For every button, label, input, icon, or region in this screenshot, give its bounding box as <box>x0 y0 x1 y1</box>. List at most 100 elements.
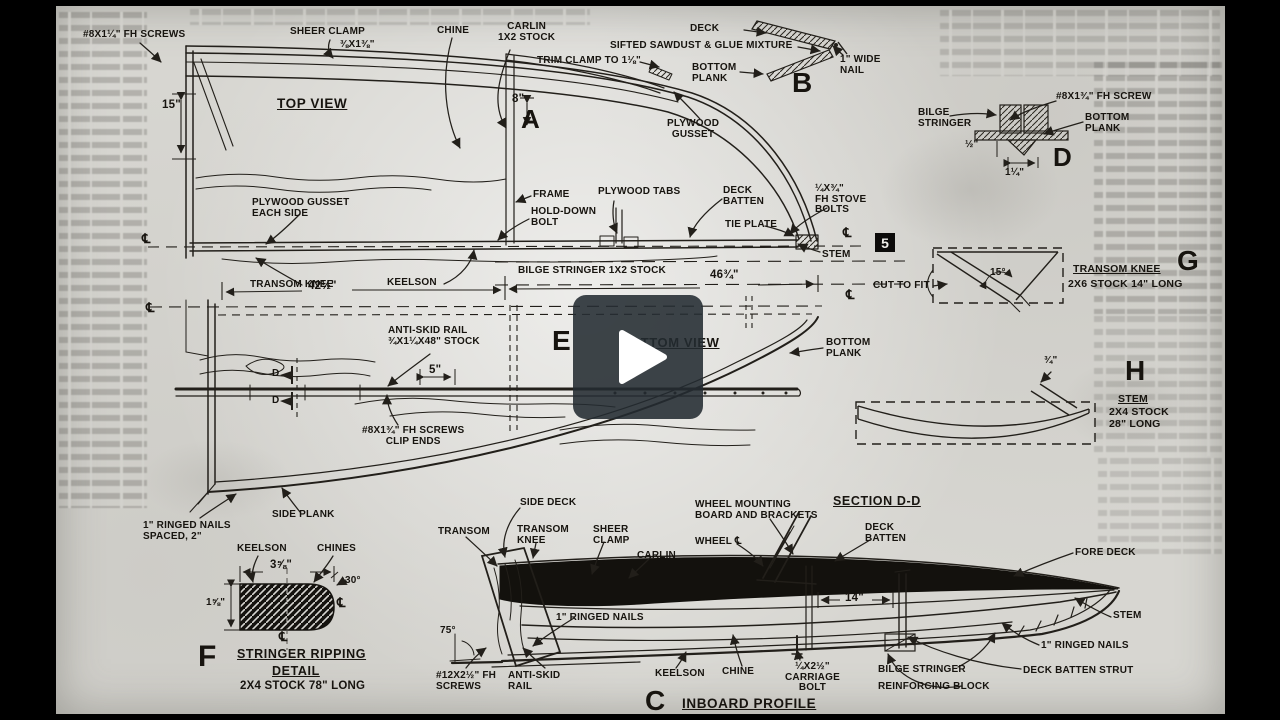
centerline-symbol: ℄ <box>142 231 151 246</box>
label-dim-1-5-8: 1⅝" <box>206 597 226 608</box>
label-side-plank: SIDE PLANK <box>272 509 335 520</box>
centerline-symbol: ℄ <box>846 287 855 302</box>
label-hold-down-bolt: HOLD-DOWN BOLT <box>531 206 597 228</box>
title-stringer-ripping-3: 2X4 STOCK 78" LONG <box>240 680 366 692</box>
label-dim-30deg: 30° <box>345 575 361 586</box>
label-deck-batten-c: DECK BATTEN <box>865 522 907 544</box>
label-fh-screw-d: #8X1¾" FH SCREW <box>1056 91 1152 102</box>
label-transom-knee-mid: TRANSOM KNEE <box>250 279 334 290</box>
label-bilge-stringer-c: BILGE STRINGER <box>878 664 966 675</box>
label-dim-14: 14" <box>845 592 864 604</box>
label-wheel-mounting: WHEEL MOUNTING BOARD AND BRACKETS <box>695 499 818 521</box>
label-plywood-tabs: PLYWOOD TABS <box>598 186 681 197</box>
label-stove-bolts: ¼X¾" FH STOVE BOLTS <box>815 183 867 215</box>
label-cut-to-fit: CUT TO FIT <box>873 280 930 291</box>
title-inboard-profile: INBOARD PROFILE <box>682 696 817 711</box>
section-letter-h: H <box>1125 355 1146 386</box>
section-letter-e: E <box>552 325 571 356</box>
label-side-deck: SIDE DECK <box>520 497 577 508</box>
label-dim-15: 15" <box>162 99 181 111</box>
centerline-symbol: ℄ <box>146 300 155 315</box>
centerline-symbol: ℄ <box>337 595 346 610</box>
label-bilge-stringer-stock: BILGE STRINGER 1X2 STOCK <box>518 265 666 276</box>
label-dim-half: ½" <box>965 139 979 150</box>
title-stringer-ripping-1: STRINGER RIPPING <box>237 647 367 661</box>
label-transom: TRANSOM <box>438 526 490 537</box>
label-deck-batten-mid: DECK BATTEN <box>723 185 765 207</box>
section-letter-g: G <box>1177 245 1199 276</box>
faded-article-text-right-lower <box>1098 458 1222 554</box>
page-number-badge: 5 <box>875 233 895 252</box>
label-anti-skid-bottom-view: ANTI-SKID RAIL ¾X1¼X48" STOCK <box>388 325 480 347</box>
label-deck-batten-strut: DECK BATTEN STRUT <box>1023 665 1134 676</box>
label-sheer-clamp-size: ⅜X1⅜" <box>340 39 375 50</box>
faded-article-text-left <box>59 12 147 508</box>
label-section-cut-d1: D <box>272 368 280 379</box>
label-chines-f: CHINES <box>317 543 356 554</box>
label-transom-knee-g-sub: 2X6 STOCK 14" LONG <box>1068 278 1183 290</box>
label-fh-screws-clip: #8X1¾" FH SCREWS CLIP ENDS <box>362 425 465 447</box>
section-letter-a: A <box>521 104 540 134</box>
label-dim-5: 5" <box>429 364 442 376</box>
label-bottom-plank-b: BOTTOM PLANK <box>692 62 737 84</box>
faded-article-text-top <box>190 9 590 25</box>
label-fh-screws-12: #12X2½" FH SCREWS <box>436 670 497 692</box>
label-sheer-clamp-c: SHEER CLAMP <box>593 524 630 546</box>
label-carlin-c: CARLIN <box>637 550 676 561</box>
label-dim-46: 46¾" <box>710 269 739 281</box>
label-dim-3-4: ¾" <box>1044 355 1058 366</box>
title-section-dd: SECTION D-D <box>833 494 921 508</box>
label-carlin-stock: CARLIN 1X2 STOCK <box>498 21 556 43</box>
section-letter-c: C <box>645 685 666 716</box>
label-stem-h-sub: 2X4 STOCK 28" LONG <box>1109 406 1169 430</box>
label-section-cut-d2: D <box>272 395 280 406</box>
label-plywood-gusset-each: PLYWOOD GUSSET EACH SIDE <box>252 197 350 219</box>
centerline-symbol: ℄ <box>843 225 852 240</box>
label-chine-c: CHINE <box>722 666 755 677</box>
play-button[interactable] <box>573 295 703 419</box>
label-fh-screws-top: #8X1¼" FH SCREWS <box>83 29 186 40</box>
label-anti-skid-c: ANTI-SKID RAIL <box>508 670 561 692</box>
label-plywood-gusset-top: PLYWOOD GUSSET <box>667 118 720 140</box>
label-ringed-nails-c: 1" RINGED NAILS <box>1041 640 1129 651</box>
centerline-symbol: ℄ <box>279 629 288 644</box>
section-letter-d: D <box>1053 142 1072 172</box>
faded-article-text-right-mid <box>1094 316 1222 456</box>
label-wide-nail: 1" WIDE NAIL <box>840 54 881 76</box>
paper-stain <box>1060 360 1200 450</box>
label-stem-c: STEM <box>1113 610 1142 621</box>
label-bottom-plank-d: BOTTOM PLANK <box>1085 112 1130 134</box>
title-top-view: TOP VIEW <box>277 96 348 111</box>
label-trim-clamp: TRIM CLAMP TO 1⅛" <box>537 55 641 66</box>
label-transom-knee-g-title: TRANSOM KNEE <box>1073 263 1161 275</box>
label-chine-top: CHINE <box>437 25 470 36</box>
section-letter-b: B <box>792 67 813 98</box>
label-dim-1quarter: 1¼" <box>1005 167 1025 178</box>
faded-article-text-top-right <box>940 10 1220 76</box>
label-fore-deck: FORE DECK <box>1075 547 1136 558</box>
label-sheer-clamp: SHEER CLAMP <box>290 26 365 37</box>
label-bilge-stringer-d: BILGE STRINGER <box>918 107 972 129</box>
label-transom-knee-c: TRANSOM KNEE <box>517 524 569 546</box>
label-carriage-bolt: ¼X2½" CARRIAGE BOLT <box>785 661 840 693</box>
label-deck-b: DECK <box>690 23 720 34</box>
label-dim-15deg: 15° <box>990 267 1006 278</box>
label-dim-42: 42½" <box>308 280 337 292</box>
label-dim-3-5-8: 3⅝" <box>270 559 293 571</box>
title-stringer-ripping-2: DETAIL <box>272 664 320 678</box>
label-frame: FRAME <box>533 189 570 200</box>
label-ringed-nails-profile: 1" RINGED NAILS <box>556 612 644 623</box>
label-tie-plate: TIE PLATE <box>725 219 778 230</box>
label-sawdust-glue: SIFTED SAWDUST & GLUE MIXTURE <box>610 40 793 51</box>
label-reinforcing-block: REINFORCING BLOCK <box>878 681 990 692</box>
play-icon <box>619 330 667 384</box>
paper-stain <box>880 130 1060 250</box>
label-dim-8: 8" <box>512 93 525 105</box>
label-keelson-mid: KEELSON <box>387 277 437 288</box>
label-keelson-c: KEELSON <box>655 668 705 679</box>
label-keelson-f: KEELSON <box>237 543 287 554</box>
label-bottom-plank-bottom-view: BOTTOM PLANK <box>826 337 871 359</box>
label-wheel-centerline: WHEEL ℄ <box>695 536 742 547</box>
